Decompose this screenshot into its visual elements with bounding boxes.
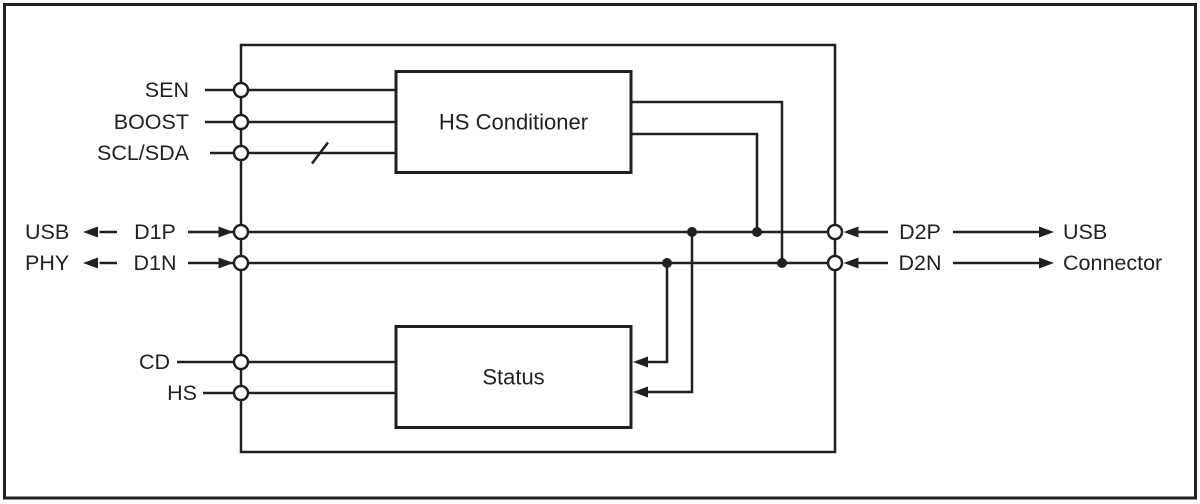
external-label-usb-right: USB	[1063, 220, 1107, 244]
wire-hscond-to-d2n	[631, 100, 784, 263]
pin-circle-sen	[232, 81, 250, 99]
arrowhead-into-d1n-icon	[218, 257, 234, 269]
pin-circle-d1p	[232, 223, 250, 241]
external-label-usb-left: USB	[25, 220, 69, 244]
pin-label-sen: SEN	[145, 78, 189, 102]
pin-circle-d2n	[826, 254, 844, 272]
arrowhead-to-usb-connector-top-icon	[1039, 226, 1054, 238]
status-label: Status	[482, 365, 544, 390]
status-block	[394, 325, 633, 429]
junction-dot-hscond-d2p	[752, 227, 762, 237]
arrowhead-into-d2n-icon	[843, 257, 859, 269]
junction-dot-hscond-d2n	[777, 258, 787, 268]
arrowhead-into-status-lower-icon	[633, 386, 648, 398]
pin-label-scl-sda: SCL/SDA	[97, 141, 190, 165]
arrowhead-to-usb-connector-bottom-icon	[1039, 257, 1054, 269]
wire-d1n-to-status	[648, 263, 669, 364]
pin-circle-cd	[232, 353, 250, 371]
pin-circle-hs	[232, 384, 250, 402]
external-label-connector-right: Connector	[1063, 251, 1162, 275]
arrowhead-into-status-upper-icon	[633, 356, 648, 368]
pin-label-d2n: D2N	[898, 251, 941, 275]
junction-dot-d1n-status	[662, 258, 672, 268]
bus-slash-mark	[311, 141, 329, 165]
wire-d1p-to-status	[648, 232, 694, 394]
external-label-phy-left: PHY	[25, 251, 69, 275]
pin-label-d1n: D1N	[133, 251, 176, 275]
arrowhead-to-usb-phy-top-icon	[83, 226, 98, 238]
figure-frame	[3, 3, 1197, 500]
pin-circle-d2p	[826, 223, 844, 241]
hs-conditioner-label: HS Conditioner	[439, 110, 588, 135]
junction-dot-d1p-status	[687, 227, 697, 237]
pin-label-d2p: D2P	[899, 220, 941, 244]
hs-conditioner-block	[394, 70, 633, 174]
arrowhead-to-usb-phy-bottom-icon	[83, 257, 98, 269]
pin-label-d1p: D1P	[134, 220, 176, 244]
chip-boundary	[239, 43, 837, 454]
pin-label-hs: HS	[167, 381, 197, 405]
arrowhead-into-d2p-icon	[843, 226, 859, 238]
pin-label-cd: CD	[139, 350, 170, 374]
pin-circle-boost	[232, 113, 250, 131]
arrowhead-into-d1p-icon	[218, 226, 234, 238]
wire-hscond-to-d2p	[631, 132, 759, 232]
pin-label-boost: BOOST	[114, 110, 189, 134]
pin-circle-scl-sda	[232, 144, 250, 162]
pin-circle-d1n	[232, 254, 250, 272]
